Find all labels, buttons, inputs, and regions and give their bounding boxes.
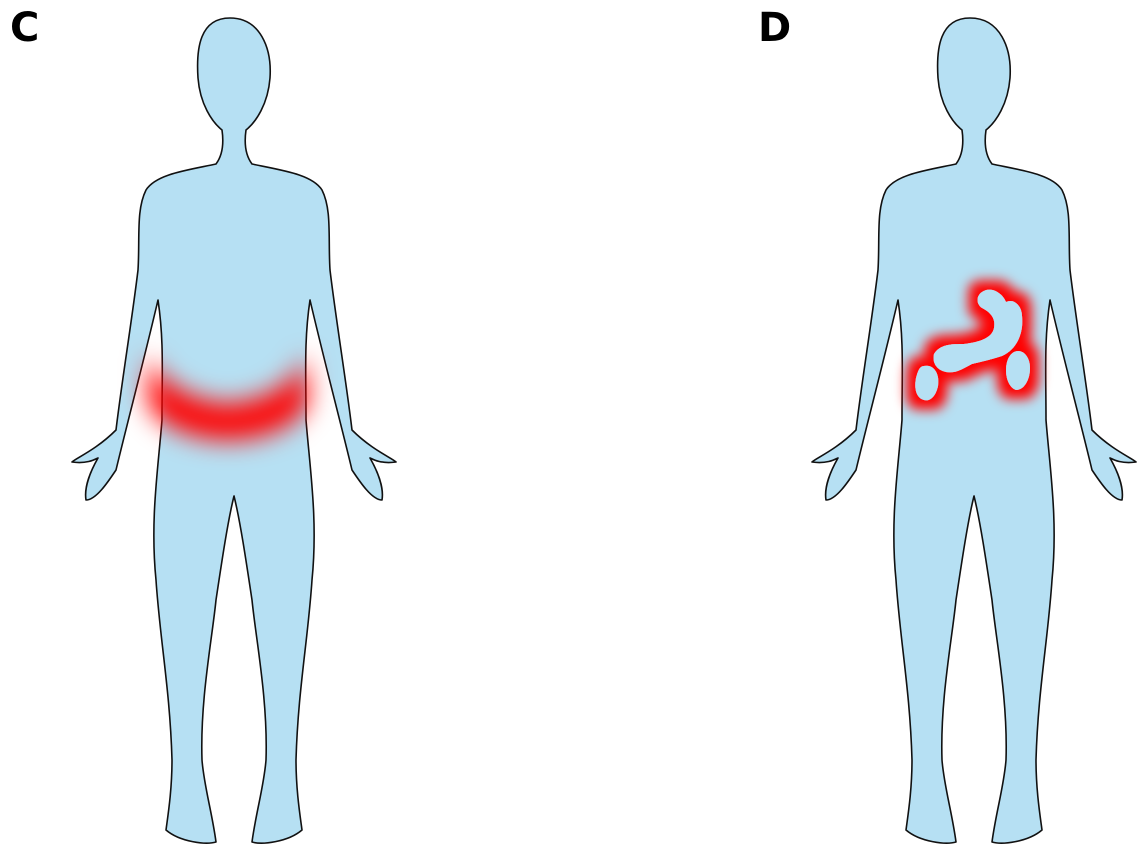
body-outline [812,18,1136,843]
panel-c: C [0,0,570,863]
panel-label-c: C [10,4,39,52]
human-silhouette-d [812,18,1136,843]
body-figure-d [570,0,1140,863]
panel-label-d: D [758,4,791,52]
body-figure-c [0,0,570,863]
panel-d: D [570,0,1140,863]
